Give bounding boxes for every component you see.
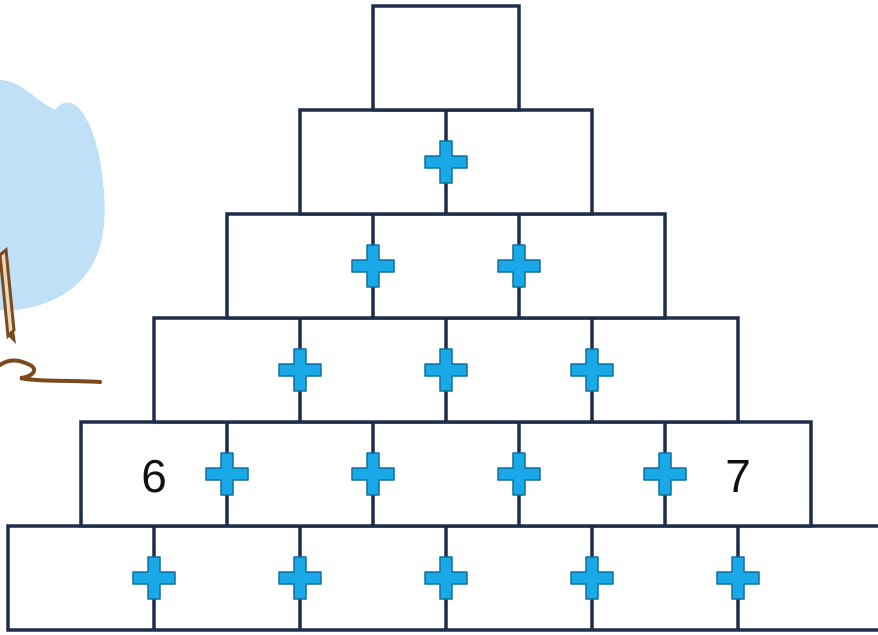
- pyramid-cell-r2-c1[interactable]: 6: [141, 450, 167, 502]
- pyramid-row-6: [371, 4, 521, 112]
- plus-icon: [424, 140, 468, 184]
- plus-icon: [716, 556, 760, 600]
- plus-icon: [424, 348, 468, 392]
- plus-icon: [278, 556, 322, 600]
- plus-icon: [497, 452, 541, 496]
- pencil-scribble: [0, 358, 102, 384]
- pyramid-row-2: [79, 420, 813, 528]
- plus-icon: [643, 452, 687, 496]
- plus-icon: [570, 348, 614, 392]
- plus-icon: [132, 556, 176, 600]
- pyramid-row-4: [225, 212, 667, 320]
- plus-icon: [424, 556, 468, 600]
- pyramid-cell-r2-c5[interactable]: 7: [725, 450, 751, 502]
- plus-icon: [570, 556, 614, 600]
- pencil-tip: [8, 330, 16, 344]
- pencil-cloud-illustration: [0, 80, 105, 384]
- plus-icon: [278, 348, 322, 392]
- cloud-shape: [0, 80, 105, 311]
- plus-icon: [351, 452, 395, 496]
- plus-icon: [205, 452, 249, 496]
- plus-icon: [351, 244, 395, 288]
- plus-icon: [497, 244, 541, 288]
